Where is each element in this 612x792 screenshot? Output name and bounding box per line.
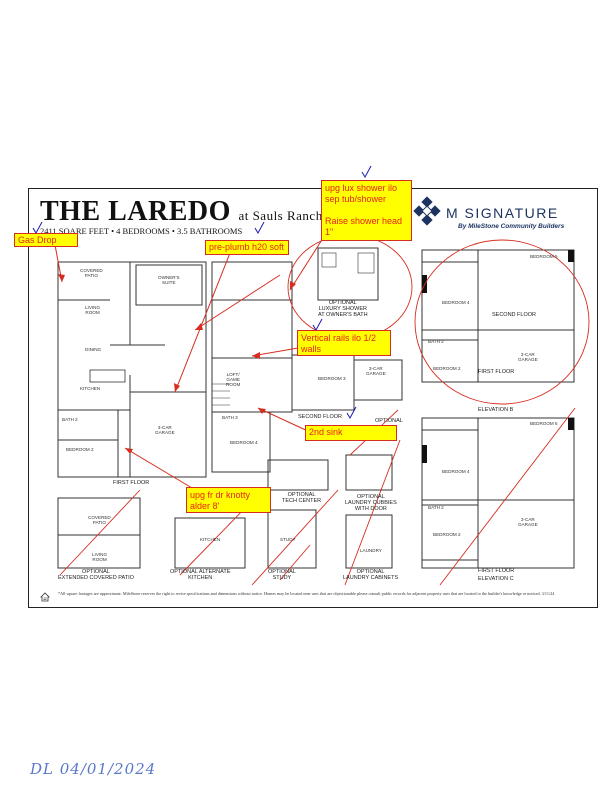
note-second-sink: 2nd sink bbox=[305, 425, 397, 441]
room-patio-option: COVERED PATIO bbox=[88, 515, 111, 525]
check-mark-icon bbox=[361, 165, 372, 179]
room-kitchen-option: KITCHEN bbox=[200, 537, 221, 542]
room-bedroom5-elev-c: BEDROOM 5 bbox=[530, 421, 558, 426]
second-floor-outline bbox=[211, 261, 293, 413]
room-bedroom2: BEDROOM 2 bbox=[66, 447, 94, 452]
room-bath2: BATH 2 bbox=[62, 417, 78, 422]
alt-kitchen-outline bbox=[174, 517, 246, 569]
caption-study: OPTIONAL STUDY bbox=[268, 569, 296, 581]
plan-specs: 2411 SQARE FEET • 4 BEDROOMS • 3.5 BATHR… bbox=[40, 226, 243, 236]
note-gas-drop: Gas Drop bbox=[14, 233, 78, 247]
label-elevation-b: ELEVATION B bbox=[478, 407, 514, 413]
room-bedroom4: BEDROOM 4 bbox=[230, 440, 258, 445]
room-owners-suite: OWNER'S SUITE bbox=[158, 275, 180, 285]
study-outline bbox=[267, 509, 317, 569]
room-living: LIVING ROOM bbox=[85, 305, 101, 315]
room-bedroom2-elev-c: BEDROOM 2 bbox=[433, 532, 461, 537]
note-front-door: upg fr dr knotty alder 8' bbox=[186, 487, 271, 513]
disclaimer-text: *All square footages are approximate. Mi… bbox=[58, 591, 555, 596]
room-laundry-option: LAUNDRY bbox=[360, 548, 382, 553]
room-bedroom2-elev-b: BEDROOM 2 bbox=[433, 366, 461, 371]
caption-luxury-shower: OPTIONAL LUXURY SHOWER AT OWNER'S BATH bbox=[318, 300, 368, 318]
room-bedroom4-elev-c: BEDROOM 4 bbox=[442, 469, 470, 474]
note-pre-plumb: pre-plumb h20 soft bbox=[205, 240, 289, 255]
label-optional: OPTIONAL bbox=[375, 418, 403, 424]
extended-patio-outline bbox=[57, 497, 141, 569]
label-second-floor: SECOND FLOOR bbox=[298, 414, 343, 420]
caption-laundry-cubbies: OPTIONAL LAUNDRY CUBBIES WITH DOOR bbox=[345, 494, 397, 512]
handwritten-date: DL 04/01/2024 bbox=[30, 760, 157, 778]
room-3car-garage: 3-CAR GARAGE bbox=[155, 425, 175, 435]
laundry-cubbies-outline bbox=[345, 454, 393, 491]
caption-laundry-cabinets: OPTIONAL LAUNDRY CABINETS bbox=[343, 569, 399, 581]
room-bedroom4-elev-b: BEDROOM 4 bbox=[442, 300, 470, 305]
note-lux-shower: upg lux shower ilo sep tub/shower Raise … bbox=[321, 180, 412, 241]
room-living-option: LIVING ROOM bbox=[92, 552, 108, 562]
room-3car-garage-elev-b: 3-CAR GARAGE bbox=[518, 352, 538, 362]
room-3car-garage-b: 3-CAR GARAGE bbox=[366, 366, 386, 376]
room-3car-garage-elev-c: 3-CAR GARAGE bbox=[518, 517, 538, 527]
equal-housing-icon bbox=[40, 592, 50, 602]
tech-center-outline bbox=[267, 459, 329, 491]
caption-tech-center: OPTIONAL TECH CENTER bbox=[282, 492, 322, 504]
label-elevation-c: ELEVATION C bbox=[478, 576, 514, 582]
room-dining: DINING bbox=[85, 347, 102, 352]
elevation-c-outline bbox=[421, 417, 575, 569]
plan-title: THE LAREDO at Sauls Ranch bbox=[40, 196, 323, 228]
room-bedroom3: BEDROOM 3 bbox=[318, 376, 346, 381]
room-bedroom5-elev-b: BEDROOM 5 bbox=[530, 254, 558, 259]
caption-alt-kitchen: OPTIONAL ALTERNATE KITCHEN bbox=[170, 569, 231, 581]
caption-extended-patio: OPTIONAL EXTENDED COVERED PATIO bbox=[58, 569, 134, 581]
check-mark-icon bbox=[346, 406, 357, 420]
label-second-floor-b: SECOND FLOOR bbox=[492, 312, 537, 318]
check-mark-icon bbox=[32, 221, 43, 235]
room-bath2-elev-c: BATH 2 bbox=[428, 505, 444, 510]
room-covered-patio: COVERED PATIO bbox=[80, 268, 103, 278]
room-loft: LOFT/ GAME ROOM bbox=[226, 372, 241, 387]
room-kitchen: KITCHEN bbox=[80, 386, 101, 391]
brand-tagline: By MileStone Community Builders bbox=[458, 223, 565, 230]
luxury-shower-circle bbox=[287, 234, 413, 340]
plan-name: THE LAREDO bbox=[40, 196, 231, 227]
room-bath2-elev-b: BATH 2 bbox=[428, 339, 444, 344]
laundry-cabinets-outline bbox=[345, 514, 393, 569]
check-mark-icon bbox=[254, 221, 265, 235]
elevation-b-circle bbox=[414, 239, 590, 405]
room-study-option: STUDY bbox=[280, 537, 296, 542]
label-first-floor: FIRST FLOOR bbox=[113, 480, 150, 486]
check-mark-icon bbox=[312, 318, 323, 332]
label-first-floor-b: FIRST FLOOR bbox=[478, 369, 515, 375]
room-bath3: BATH 3 bbox=[222, 415, 238, 420]
note-vertical-rails: Vertical rails ilo 1/2 walls bbox=[297, 330, 391, 356]
brand-logo-icon bbox=[413, 196, 441, 226]
label-first-floor-c: FIRST FLOOR bbox=[478, 568, 515, 574]
community-name: at Sauls Ranch bbox=[238, 208, 323, 223]
brand-name: M SIGNATURE bbox=[446, 205, 559, 221]
floor-plan-sheet bbox=[28, 188, 598, 608]
